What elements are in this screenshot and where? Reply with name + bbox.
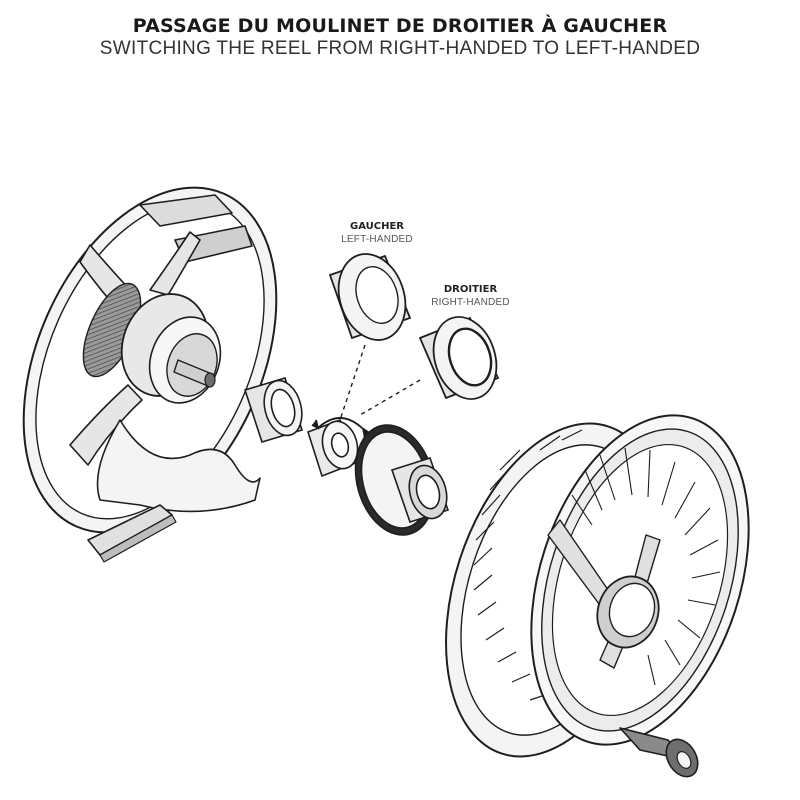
clutch-ring bbox=[354, 424, 450, 536]
spool-fins bbox=[571, 447, 721, 686]
right-handed-label-en: RIGHT-HANDED bbox=[431, 297, 510, 308]
left-handed-label: GAUCHER LEFT-HANDED bbox=[322, 220, 432, 246]
right-handed-label: DROITIER RIGHT-HANDED bbox=[413, 283, 528, 309]
assembly-guide-lines bbox=[339, 344, 421, 421]
left-handed-label-en: LEFT-HANDED bbox=[341, 234, 413, 245]
right-handed-cap bbox=[418, 316, 500, 400]
rotation-arrow-icon bbox=[311, 417, 370, 439]
drag-knob-small bbox=[307, 418, 360, 478]
left-handed-cap bbox=[328, 253, 412, 341]
right-handed-label-fr: DROITIER bbox=[443, 284, 498, 295]
diagram-title: PASSAGE DU MOULINET DE DROITIER À GAUCHE… bbox=[0, 14, 800, 60]
reel-frame bbox=[22, 186, 278, 563]
left-handed-label-fr: GAUCHER bbox=[350, 221, 404, 232]
title-french: PASSAGE DU MOULINET DE DROITIER À GAUCHE… bbox=[132, 15, 668, 37]
title-english: SWITCHING THE REEL FROM RIGHT-HANDED TO … bbox=[99, 38, 701, 59]
bearing-collar bbox=[243, 377, 304, 443]
reel-spool bbox=[445, 414, 750, 778]
